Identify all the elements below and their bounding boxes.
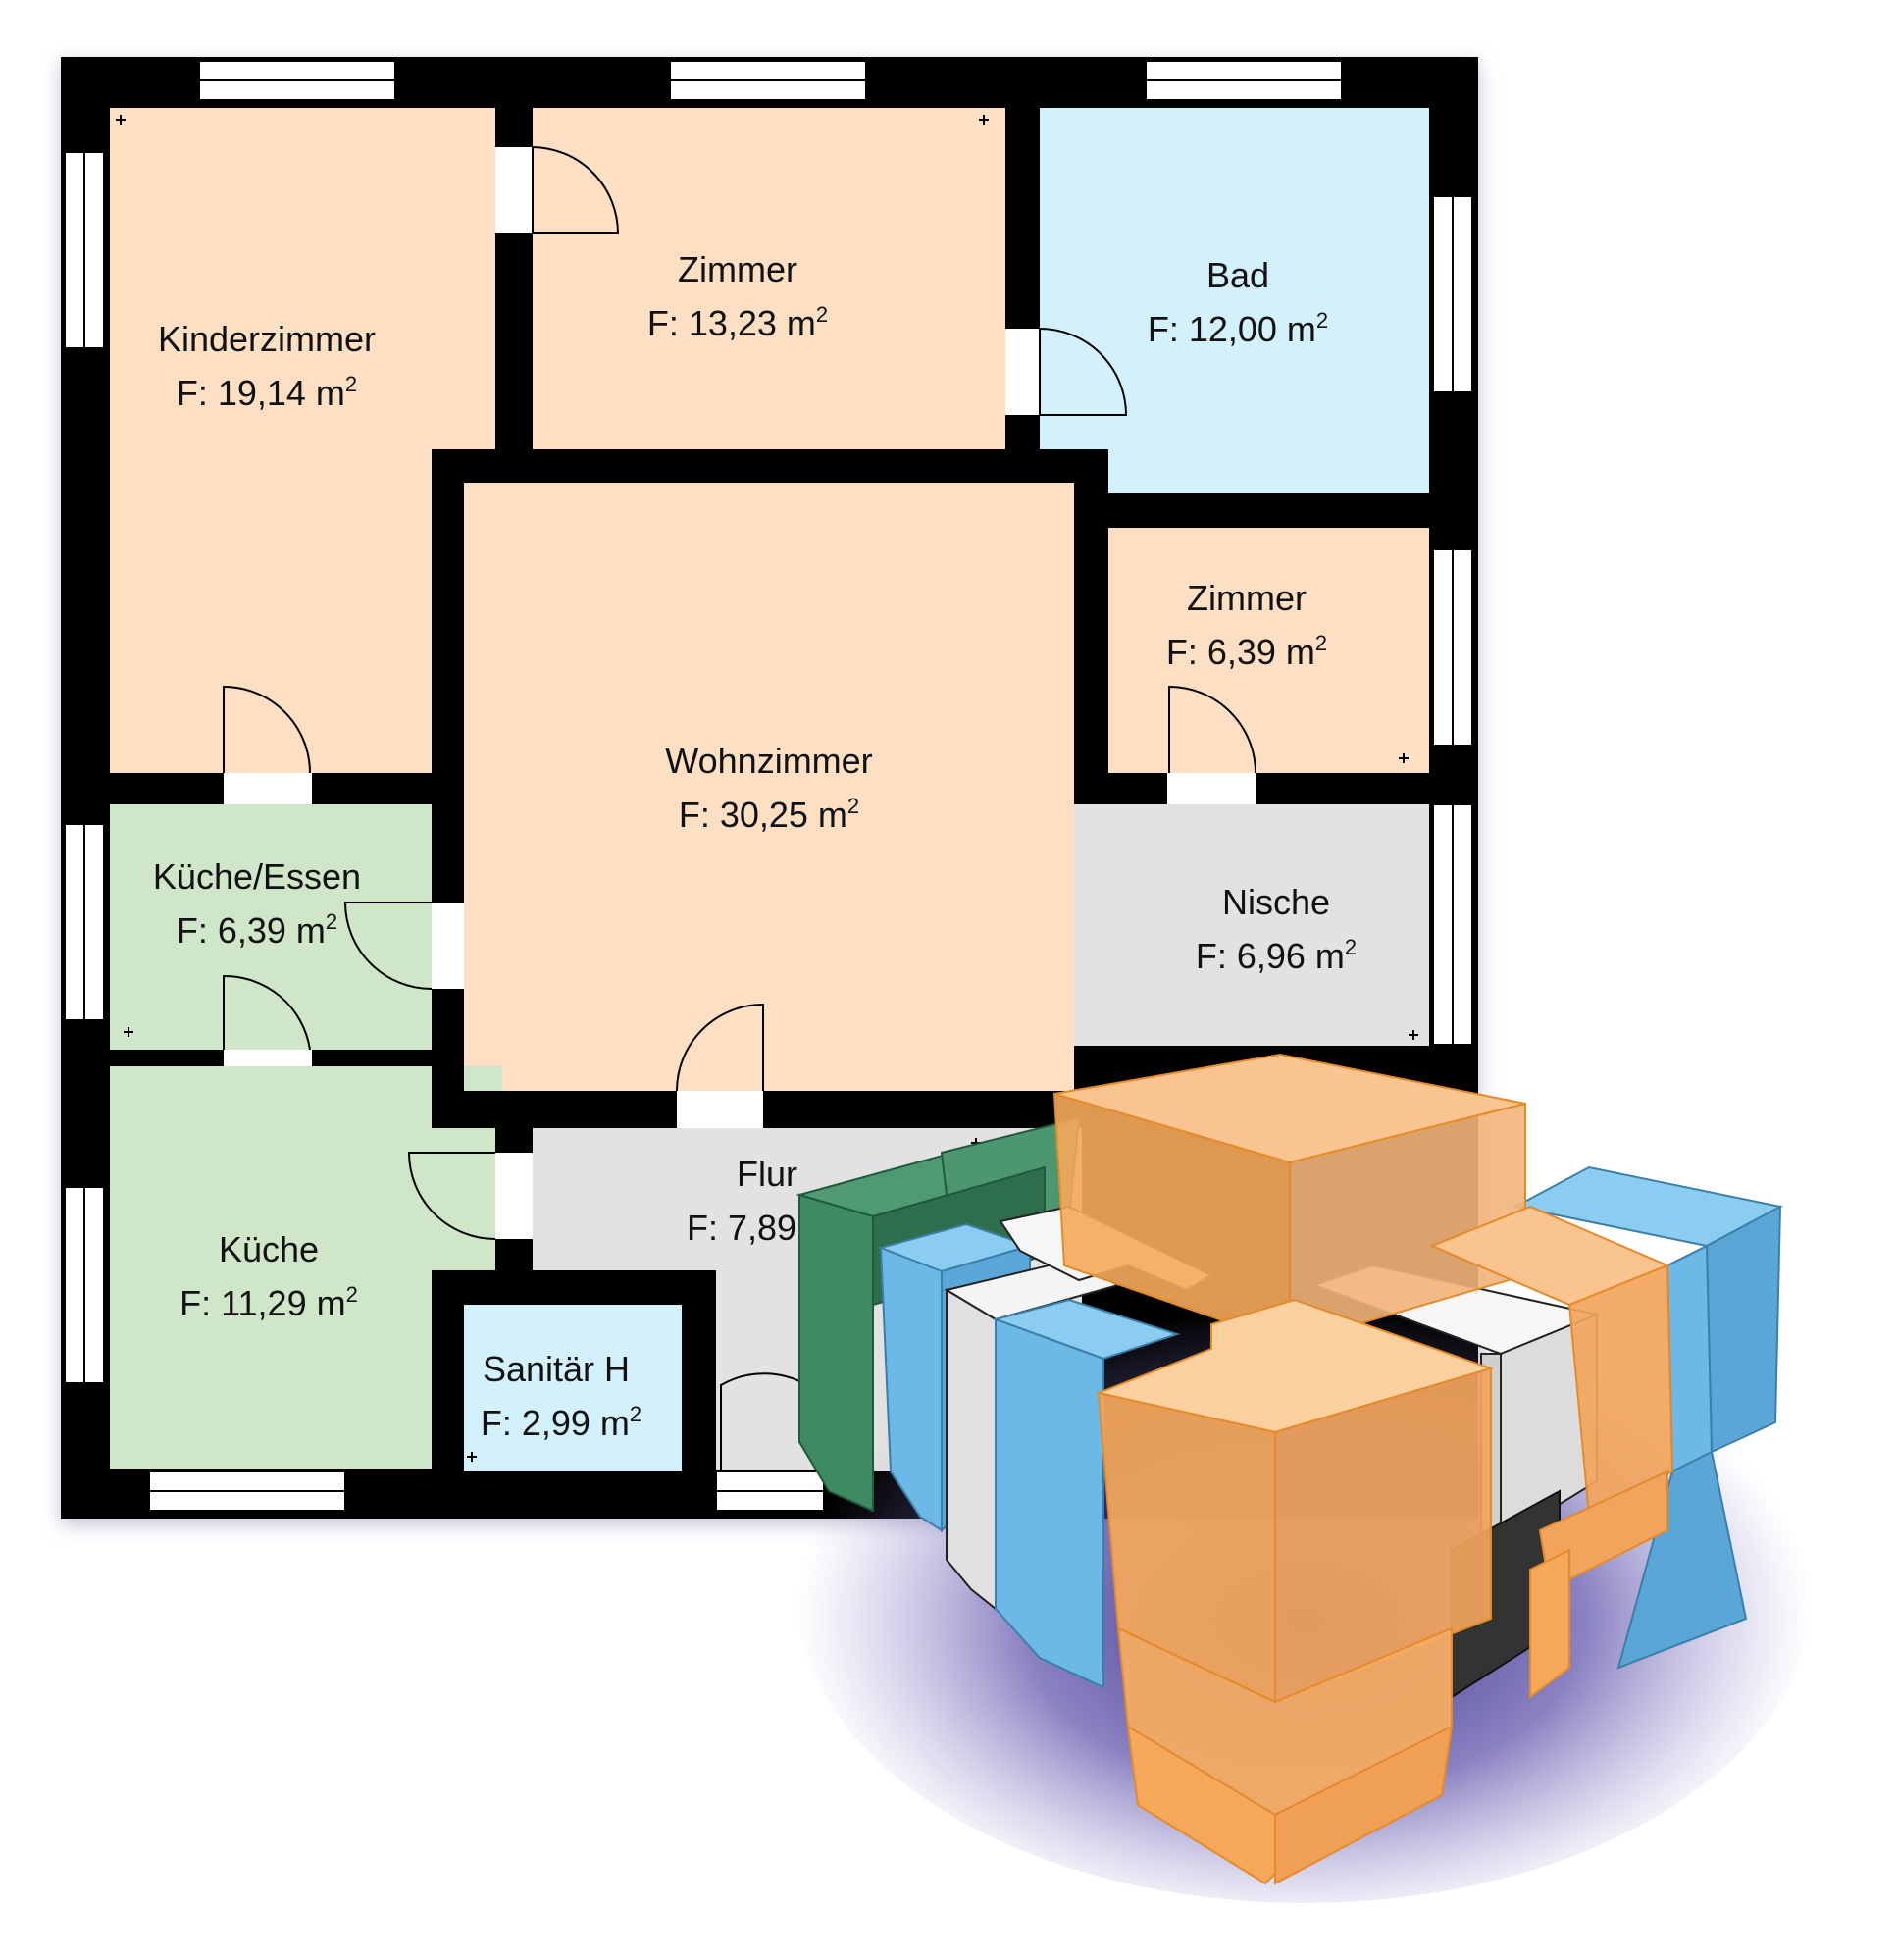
room-name-flur: Flur [737, 1154, 797, 1194]
room-name-nische: Nische [1222, 882, 1330, 922]
room-bad [1040, 108, 1429, 493]
logo-blue-right [1512, 1165, 1783, 1670]
logo-orange-right [1429, 1205, 1674, 1699]
3d-room-cubes-logo [795, 1053, 1815, 1903]
door-swings [223, 146, 1256, 1471]
room-name-bad: Bad [1206, 255, 1269, 295]
room-area-bad: F: 12,00 m2 [1148, 308, 1328, 349]
door-openings [224, 147, 1256, 1239]
room-kinderzimmer [110, 108, 495, 773]
room-zimmer-rechts [1108, 528, 1429, 773]
room-name-zimmer-oben: Zimmer [678, 249, 797, 289]
room-area-kueche-essen: F: 6,39 m2 [177, 909, 337, 951]
room-name-wohnzimmer: Wohnzimmer [665, 741, 872, 781]
room-name-kueche-essen: Küche/Essen [153, 856, 361, 897]
logo-orange-front [1095, 1298, 1495, 1885]
room-name-zimmer-rechts: Zimmer [1187, 578, 1307, 618]
room-area-wohnzimmer: F: 30,25 m2 [679, 794, 859, 835]
logo-orange-top [1052, 1053, 1526, 1346]
room-zimmer-oben [533, 108, 1005, 449]
room-name-kueche: Küche [219, 1229, 319, 1269]
room-area-flur: F: 7,89 [687, 1208, 796, 1248]
room-name-kinderzimmer: Kinderzimmer [158, 319, 376, 359]
room-wohnzimmer [464, 483, 1074, 1091]
room-area-nische: F: 6,96 m2 [1196, 935, 1357, 976]
room-area-kinderzimmer: F: 19,14 m2 [177, 372, 357, 413]
room-area-sanitaer: F: 2,99 m2 [481, 1402, 641, 1443]
room-area-kueche: F: 11,29 m2 [179, 1282, 358, 1323]
room-area-zimmer-rechts: F: 6,39 m2 [1166, 631, 1327, 672]
room-nische [1074, 804, 1429, 1046]
window-details [83, 79, 1454, 1492]
room-name-sanitaer: Sanitär H [483, 1349, 630, 1389]
room-kueche-essen [110, 804, 432, 1050]
room-labels: Kinderzimmer F: 19,14 m2 Zimmer F: 13,23… [153, 249, 1357, 1443]
logo-blue-middle [992, 1298, 1181, 1689]
room-sanitaer [464, 1305, 682, 1471]
room-area-zimmer-oben: F: 13,23 m2 [647, 302, 828, 343]
